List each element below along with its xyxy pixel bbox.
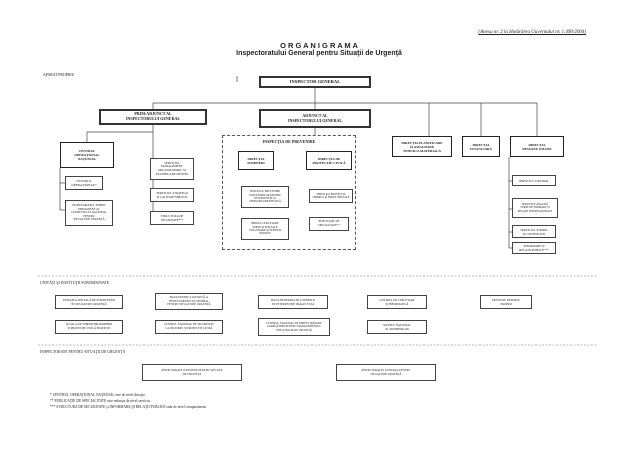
footnote: *** STRUCTURA DE SECURITATE şi INFORMARE…	[50, 405, 207, 409]
unit-row1-item: BAZA PENTRU LOGISTICĂ A INSPECTORATULUI …	[155, 293, 223, 310]
prevention-inspection-label: INSPECŢIA DE PREVENIRE	[262, 139, 316, 144]
unit-label: CENTRUL NAŢIONAL DE PERFECŢIONARE A PREG…	[266, 321, 322, 332]
chemical-protection-label: SERVICIUL PROTECŢIA CHIMICĂ ŞI FORŢE SPE…	[312, 192, 350, 199]
unit-row1-item: DEPOZITE REZERVE PROPRII	[480, 295, 532, 309]
unit-label: CENTRUL DE CERCETARE ŞI INFORMATICĂ	[379, 298, 415, 306]
analysis-service-label: SERVICIUL ANALIZĂ SURSE DE FORMARE ŞI RE…	[517, 203, 553, 213]
planning-directorate-label: DIRECŢIA PLANIFICARE ŞI ASIGURARE TEHNIC…	[401, 140, 443, 153]
unit-label: ŞCOALA DE SUBOFIŢERI POMPIERI ŞI PROTECŢ…	[65, 323, 113, 330]
protectie-civila-directorate-box: DIRECŢIA DE PROTECŢIE CIVILĂ	[306, 151, 352, 170]
footnote: * CENTRUL OPERAŢIONAL NAŢIONAL este de n…	[50, 393, 146, 397]
control-service-box: SERVICIUL CONTROL	[512, 175, 556, 186]
unit-row1-item: UNITATEA SPECIALĂ DE INTERVENŢIE ÎN SITU…	[55, 295, 123, 309]
legal-service-label: SERVICIUL JURIDIC ŞI CONTENCIOS	[520, 227, 548, 236]
unit-row2-item: ŞCOALA DE SUBOFIŢERI POMPIERI ŞI PROTECŢ…	[55, 320, 123, 334]
security-structure-label: STRUCTURA DE SECURITATE***	[160, 214, 184, 222]
unit-label: CENTRUL NAŢIONAL DE SECURITATE LA INCEND…	[164, 323, 214, 330]
research-bureau-label: BIROUL CERCETARE SERVICII SPECIALE VOLUN…	[248, 222, 282, 236]
public-relations-box: INFORMARE ŞI RELAŢII PUBLICE***	[512, 242, 556, 254]
footnote: ** PUBLICAŢIE DE SPECIALITATE este redac…	[50, 399, 151, 403]
inspector-general-box: INSPECTOR GENERAL	[259, 76, 371, 88]
own-apparatus-label: APARAT PROPRIU	[43, 73, 75, 77]
strategy-service-box: SERVICIUL STRATEGII ŞI CALITATE SERVICII	[150, 188, 194, 202]
centrul-operational-label: CENTRUL OPERAŢIONAL*	[71, 179, 97, 187]
inspectorates-section-label: INSPECTORATE PENTRU SITUAŢII DE URGENŢĂ	[40, 350, 126, 354]
chemical-protection-box: SERVICIUL PROTECŢIA CHIMICĂ ŞI FORŢE SPE…	[309, 189, 353, 203]
protectie-civila-directorate-label: DIRECŢIA DE PROTECŢIE CIVILĂ	[312, 156, 346, 165]
unit-label: BAZA PENTRU LOGISTICĂ A INSPECTORATULUI …	[167, 295, 211, 307]
unit-row1-item: BAZA DE REPARAŢII A TEHNICII DE INTERVEN…	[258, 295, 328, 309]
planning-directorate-box: DIRECŢIA PLANIFICARE ŞI ASIGURARE TEHNIC…	[392, 136, 452, 157]
centru-operational-national-label: CENTRUL OPERAŢIONAL NAŢIONAL	[74, 149, 100, 161]
adjunct-box: ADJUNCT AL INSPECTORULUI GENERAL	[259, 109, 371, 128]
secretariat-box: SECRETARIATUL TEHNIC PERMANENT AL COMITE…	[65, 200, 113, 226]
unit-row2-item: MUZEUL NAŢIONAL AL POMPIERILOR	[367, 320, 427, 334]
pompieri-directorate-box: DIRECŢIA POMPIERI	[238, 151, 274, 170]
centrul-operational-box: CENTRUL OPERAŢIONAL*	[65, 176, 103, 190]
annex-note: (Anexa nr. 2 la Hotărârea Guvernului nr.…	[478, 30, 586, 35]
unit-label: MUZEUL NAŢIONAL AL POMPIERILOR	[383, 323, 411, 331]
general-inspectorate-box: INSPECTORATUL GENERAL PENTRU SITUAŢII DE…	[336, 364, 436, 381]
specialty-publication-box: PUBLICAŢIE DE SPECIALITATE**	[309, 217, 349, 231]
county-inspectorates-box: INSPECTORATE JUDEŢENE PENTRU SITUAŢII DE…	[142, 364, 242, 381]
pompieri-directorate-label: DIRECŢIA POMPIERI	[247, 156, 265, 165]
unit-label: UNITATEA SPECIALĂ DE INTERVENŢIE ÎN SITU…	[62, 298, 116, 306]
analysis-service-box: SERVICIUL ANALIZĂ SURSE DE FORMARE ŞI RE…	[512, 198, 558, 218]
financial-directorate-label: DIRECŢIA FINANCIARĂ	[470, 142, 492, 151]
hr-directorate-label: DIRECŢIA RESURSE UMANE	[522, 142, 552, 151]
general-inspectorate-label: INSPECTORATUL GENERAL PENTRU SITUAŢII DE…	[361, 368, 411, 376]
financial-directorate-box: DIRECŢIA FINANCIARĂ	[462, 136, 500, 157]
units-section-label: UNITĂŢI ŞI INSTITUŢII SUBORDONATE	[40, 281, 110, 285]
centru-operational-national-box: CENTRUL OPERAŢIONAL NAŢIONAL	[60, 142, 114, 168]
public-relations-label: INFORMARE ŞI RELAŢII PUBLICE***	[519, 244, 549, 252]
prim-adjunct-box: PRIM-ADJUNCT AL INSPECTORULUI GENERAL	[99, 109, 207, 125]
prevention-service-box: SERVICIUL PREVENIRE A INCENDIILOR PENTRU…	[241, 186, 289, 208]
security-structure-box: STRUCTURA DE SECURITATE***	[150, 211, 194, 225]
unit-label: BAZA DE REPARAŢII A TEHNICII DE INTERVEN…	[271, 298, 315, 306]
adjunct-label: ADJUNCT AL INSPECTORULUI GENERAL	[287, 112, 343, 123]
page-title: O R G A N I G R A M A	[280, 41, 358, 50]
county-inspectorates-label: INSPECTORATE JUDEŢENE PENTRU SITUAŢII DE…	[161, 368, 223, 376]
prim-adjunct-label: PRIM-ADJUNCT AL INSPECTORULUI GENERAL	[125, 111, 181, 121]
strategy-service-label: SERVICIUL STRATEGII ŞI CALITATE SERVICII	[156, 191, 188, 199]
management-service-box: SERVICIUL MANAGEMENT ORGANIZATORIC ŞI PL…	[150, 158, 194, 180]
secretariat-label: SECRETARIATUL TEHNIC PERMANENT AL COMITE…	[71, 203, 107, 222]
specialty-publication-label: PUBLICAŢIE DE SPECIALITATE**	[318, 220, 340, 227]
inspector-general-label: INSPECTOR GENERAL	[289, 79, 341, 84]
control-service-label: SERVICIUL CONTROL	[518, 178, 550, 183]
unit-row1-item: CENTRUL DE CERCETARE ŞI INFORMATICĂ	[367, 295, 427, 309]
unit-row2-item: CENTRUL NAŢIONAL DE SECURITATE LA INCEND…	[155, 320, 223, 334]
unit-row2-item: CENTRUL NAŢIONAL DE PERFECŢIONARE A PREG…	[258, 318, 330, 336]
legal-service-box: SERVICIUL JURIDIC ŞI CONTENCIOS	[512, 225, 556, 238]
hr-directorate-box: DIRECŢIA RESURSE UMANE	[510, 136, 564, 157]
management-service-label: SERVICIUL MANAGEMENT ORGANIZATORIC ŞI PL…	[156, 160, 188, 176]
unit-label: DEPOZITE REZERVE PROPRII	[492, 298, 520, 306]
page-subtitle: Inspectoratului General pentru Situaţii …	[236, 50, 402, 57]
research-bureau-box: BIROUL CERCETARE SERVICII SPECIALE VOLUN…	[241, 218, 289, 240]
prevention-service-label: SERVICIUL PREVENIRE A INCENDIILOR PENTRU…	[248, 190, 282, 204]
